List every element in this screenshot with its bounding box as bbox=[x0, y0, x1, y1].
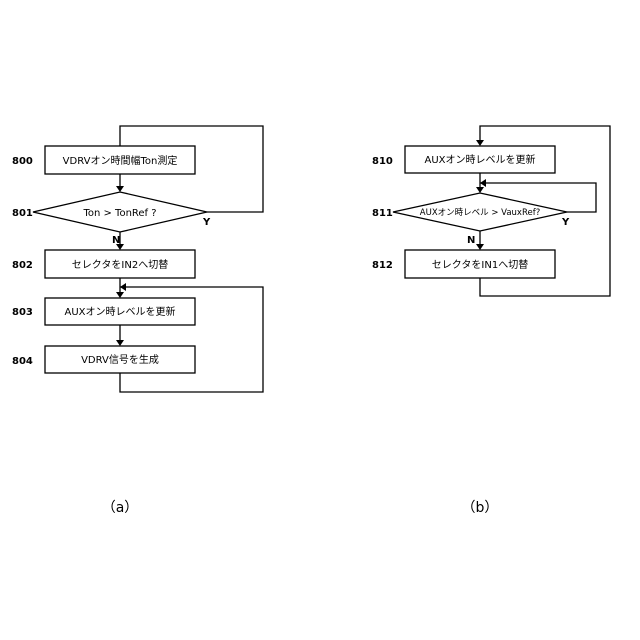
step-812-number: 812 bbox=[372, 260, 393, 271]
step-811-text: AUXオン時レベル > VauxRef? bbox=[420, 208, 540, 218]
step-810-number: 810 bbox=[372, 156, 393, 167]
step-802-text: セレクタをIN2へ切替 bbox=[72, 258, 168, 271]
flowchart-b: 810 AUXオン時レベルを更新 811 AUXオン時レベル > VauxRef… bbox=[372, 126, 610, 516]
step-804-text: VDRV信号を生成 bbox=[81, 353, 159, 366]
step-803-number: 803 bbox=[12, 307, 33, 318]
step-803-text: AUXオン時レベルを更新 bbox=[64, 305, 175, 318]
step-811-yes-label: Y bbox=[561, 217, 570, 228]
arrow-811-812 bbox=[476, 244, 484, 250]
step-800-number: 800 bbox=[12, 156, 33, 167]
arrow-loop-812-return bbox=[476, 140, 484, 146]
step-801-text: Ton > TonRef ? bbox=[82, 208, 156, 219]
step-810-text: AUXオン時レベルを更新 bbox=[424, 153, 535, 166]
step-800-text: VDRVオン時間幅Ton測定 bbox=[63, 154, 178, 167]
step-801-yes-label: Y bbox=[202, 217, 211, 228]
step-802-number: 802 bbox=[12, 260, 33, 271]
step-811-number: 811 bbox=[372, 208, 393, 219]
flowchart-a: 800 VDRVオン時間幅Ton測定 801 Ton > TonRef ? N … bbox=[12, 126, 263, 516]
arrow-803-804 bbox=[116, 340, 124, 346]
arrow-810-811 bbox=[476, 187, 484, 193]
arrow-loop-811-yes bbox=[480, 179, 486, 187]
arrow-loop-804-return bbox=[120, 283, 126, 291]
step-812-text: セレクタをIN1へ切替 bbox=[432, 258, 528, 271]
caption-a: （a） bbox=[102, 500, 139, 516]
arrow-802-803 bbox=[116, 292, 124, 298]
step-801-number: 801 bbox=[12, 208, 33, 219]
arrow-801-802 bbox=[116, 244, 124, 250]
step-811-no-label: N bbox=[467, 235, 475, 246]
arrow-800-801 bbox=[116, 186, 124, 192]
caption-b: （b） bbox=[462, 500, 499, 516]
step-804-number: 804 bbox=[12, 356, 33, 367]
